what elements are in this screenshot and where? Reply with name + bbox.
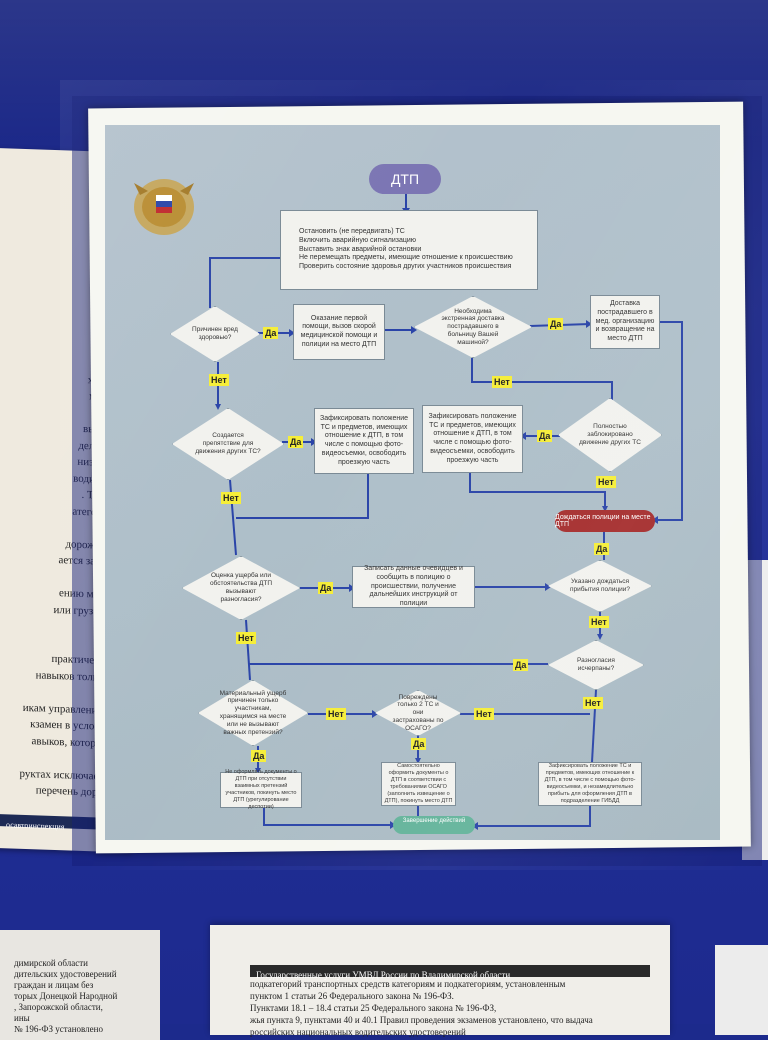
- record-box: Записать данные очевидцев и сообщить в п…: [352, 565, 475, 608]
- yes-tag: Да: [288, 436, 304, 448]
- bottom-header-text: Государственные услуги УМВД России по Вл…: [256, 970, 511, 980]
- decision-damage: Оценка ущерба или обстоятельства ДТП выз…: [182, 556, 300, 620]
- no-tag: Нет: [236, 632, 256, 644]
- decision-delivery: Необходима экстренная доставка пострадав…: [414, 296, 532, 358]
- no-tag: Нет: [492, 376, 512, 388]
- decision-resolved: Разногласия исчерпаны?: [548, 640, 644, 690]
- no-tag: Нет: [209, 374, 229, 386]
- initial-actions-box: Остановить (не передвигать) ТС Включить …: [280, 210, 538, 290]
- decision-text: Полностью заблокировано движение других …: [579, 423, 641, 446]
- no-documents-box: Не оформлять документы о ДТП при отсутст…: [220, 769, 302, 810]
- yes-tag: Да: [537, 430, 553, 442]
- fix-position-box-right: Зафиксировать положение ТС и предметов, …: [422, 405, 523, 473]
- yes-tag: Да: [263, 327, 279, 339]
- bottom-left-line: торых Донецкой Народной: [14, 991, 118, 1001]
- end-node: Завершение действий: [393, 816, 475, 834]
- no-tag: Нет: [326, 708, 346, 720]
- osago-box: Самостоятельно оформить документы о ДТП …: [381, 762, 456, 806]
- action-line: Остановить (не передвигать) ТС: [299, 228, 405, 236]
- fix-position-box: Зафиксировать положение ТС и предметов, …: [314, 408, 414, 474]
- bottom-info-sheet: Государственные услуги УМВД России по Вл…: [210, 925, 670, 1037]
- bottom-left-line: граждан и лицам без: [14, 980, 94, 990]
- no-tag: Нет: [583, 697, 603, 709]
- decision-two-vehicles: Повреждены только 2 ТС и они застрахован…: [375, 690, 461, 736]
- yes-tag: Да: [251, 750, 267, 762]
- yes-tag: Да: [513, 659, 529, 671]
- traffic-police-emblem: [134, 179, 194, 235]
- start-node: ДТП: [369, 164, 441, 194]
- decision-blocked: Полностью заблокировано движение других …: [558, 398, 662, 472]
- yes-tag: Да: [594, 543, 610, 555]
- no-tag: Нет: [589, 616, 609, 628]
- no-tag: Нет: [596, 476, 616, 488]
- yes-tag: Да: [548, 318, 564, 330]
- decision-ordered: Указано дождаться прибытия полиции?: [548, 560, 652, 612]
- bottom-sheet-line: подкатегорий транспортных средств катего…: [250, 979, 566, 989]
- first-aid-box: Оказание первой помощи, вызов скорой мед…: [293, 304, 385, 360]
- fix-and-report-box: Зафиксировать положение ТС и предметов, …: [538, 762, 642, 806]
- bottom-sheet-line: жья пункта 9, пунктами 40 и 40.1 Правил …: [250, 1015, 593, 1025]
- action-line: Включить аварийную сигнализацию: [299, 236, 417, 244]
- bottom-sheet-line: российских национальных водительских удо…: [250, 1027, 466, 1037]
- bottom-sheet-line: пунктом 1 статьи 26 Федерального закона …: [250, 991, 454, 1001]
- no-tag: Нет: [474, 708, 494, 720]
- bottom-left-line: дительских удостоверений: [14, 969, 117, 979]
- bottom-right-sheet: [715, 945, 768, 1035]
- decision-text: Оценка ущерба или обстоятельства ДТП выз…: [209, 572, 273, 603]
- action-line: Выставить знак аварийной остановки: [299, 245, 422, 253]
- bottom-left-line: ины: [14, 1013, 30, 1023]
- yes-tag: Да: [318, 582, 334, 594]
- decision-text: Материальный ущерб причинен только участ…: [219, 689, 287, 736]
- bottom-left-line: димирской области: [14, 958, 88, 968]
- decision-obstacle: Создается препятствие для движения други…: [172, 408, 284, 480]
- decision-text: Причинен вред здоровью?: [192, 326, 238, 341]
- wait-police-node: Дождаться полиции на месте ДТП: [555, 510, 655, 532]
- delivery-box: Доставка пострадавшего в мед. организаци…: [590, 295, 660, 349]
- bottom-sheet-header: Государственные услуги УМВД России по Вл…: [250, 965, 650, 980]
- action-line: Не перемещать предметы, имеющие отношени…: [299, 254, 513, 262]
- decision-text: Повреждены только 2 ТС и они застрахован…: [392, 693, 444, 732]
- no-tag: Нет: [221, 492, 241, 504]
- action-line: Проверить состояние здоровья других учас…: [299, 263, 512, 271]
- decision-material: Материальный ущерб причинен только участ…: [198, 680, 308, 746]
- decision-text: Необходима экстренная доставка пострадав…: [441, 307, 505, 346]
- bottom-left-line: № 196-ФЗ установлено: [14, 1024, 103, 1034]
- bottom-left-line: , Запорожской области,: [14, 1002, 103, 1012]
- bottom-sheet-line: Пунктами 18.1 – 18.4 статьи 25 Федеральн…: [250, 1003, 497, 1013]
- decision-harm: Причинен вред здоровью?: [170, 306, 260, 362]
- decision-text: Создается препятствие для движения други…: [195, 432, 261, 455]
- yes-tag: Да: [411, 738, 427, 750]
- decision-text: Разногласия исчерпаны?: [577, 657, 615, 672]
- decision-text: Указано дождаться прибытия полиции?: [569, 578, 631, 593]
